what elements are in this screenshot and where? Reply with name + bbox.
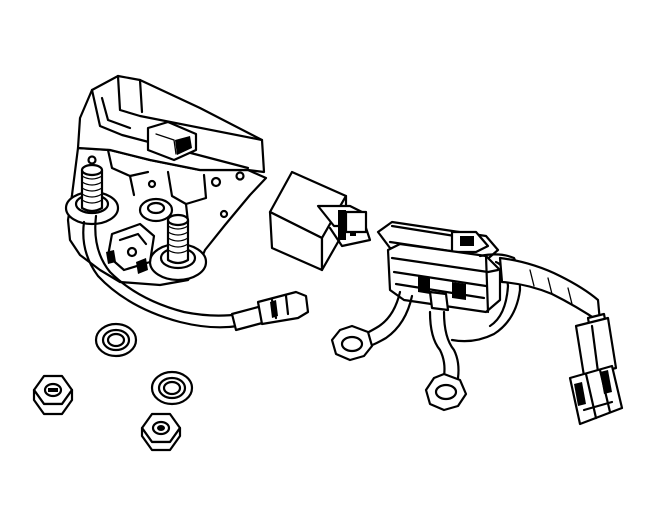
washer-1 [94,322,138,358]
nut-2 [140,412,182,452]
nut-1 [32,374,74,416]
relay-bracket [64,74,268,287]
ring-terminal-1 [330,324,374,362]
washer-2 [150,370,194,406]
bracket-pigtail-wire [82,214,310,332]
relay [268,170,372,272]
harness-connector [376,220,502,314]
ring-terminal-2 [424,372,468,412]
electrical-connector [568,312,624,426]
